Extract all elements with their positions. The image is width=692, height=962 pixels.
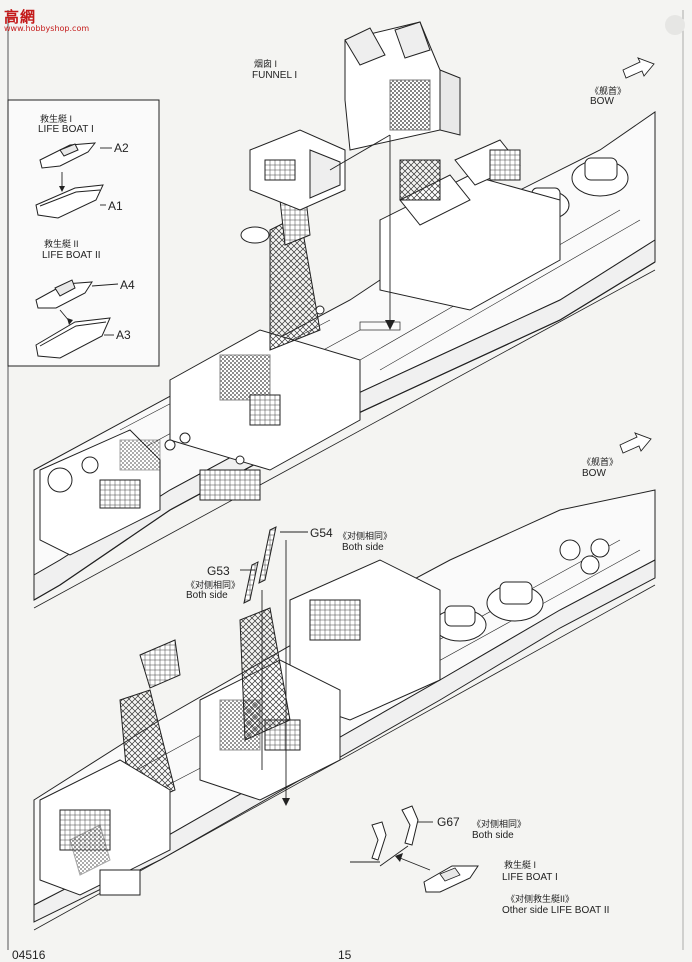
other-side-en-label: Other side LIFE BOAT II [502, 905, 610, 916]
top-bow-cn-label: 《舰首》 [590, 86, 627, 96]
lifeboat2-en-label: LIFE BOAT II [42, 250, 101, 261]
part-g67-label: G67 [437, 815, 460, 829]
watermark-logo: 高網 www.hobbyshop.com [4, 6, 89, 36]
funnel-part [344, 21, 461, 151]
funnel-en-label: FUNNEL I [252, 70, 298, 81]
g53-cn-label: 《对侧相同》 [186, 580, 241, 590]
bottom-bow-en-label: BOW [582, 468, 606, 479]
part-g54-label: G54 [310, 526, 333, 540]
page-number: 15 [338, 948, 352, 962]
bottom-lifeboat-cn-label: 救生艇 I [504, 860, 537, 870]
bottom-bow-cn-label: 《舰首》 [582, 457, 619, 467]
lifeboat2-cn-label: 救生艇 II [44, 239, 79, 249]
funnel-cn-label: 烟囱 I [254, 59, 278, 69]
watermark-mark: 高網 [4, 8, 37, 26]
top-bow-en-label: BOW [590, 96, 614, 107]
kit-code: 04516 [12, 948, 46, 962]
g54-cn-label: 《对侧相同》 [338, 531, 393, 541]
part-a4-label: A4 [120, 278, 135, 292]
part-a3-label: A3 [116, 328, 131, 342]
bottom-lifeboat-en-label: LIFE BOAT I [502, 872, 558, 883]
other-side-cn-label: 《对侧救生艇II》 [506, 894, 575, 904]
part-a1-label: A1 [108, 199, 123, 213]
g54-en-label: Both side [342, 542, 384, 553]
part-g53-label: G53 [207, 564, 230, 578]
part-a2-label: A2 [114, 141, 129, 155]
g67-cn-label: 《对侧相同》 [472, 819, 527, 829]
lifeboat1-en-label: LIFE BOAT I [38, 124, 94, 135]
ladder-parts [243, 526, 277, 604]
davit-parts [371, 805, 419, 861]
g67-en-label: Both side [472, 830, 514, 841]
lifeboat1-cn-label: 救生艇 I [40, 114, 73, 124]
top-ship [33, 111, 656, 609]
watermark-url: www.hobbyshop.com [4, 24, 90, 33]
bottom-ship [33, 489, 656, 931]
funnel-base-part [249, 129, 346, 211]
g53-en-label: Both side [186, 590, 228, 601]
lifeboat-parts [35, 142, 111, 359]
